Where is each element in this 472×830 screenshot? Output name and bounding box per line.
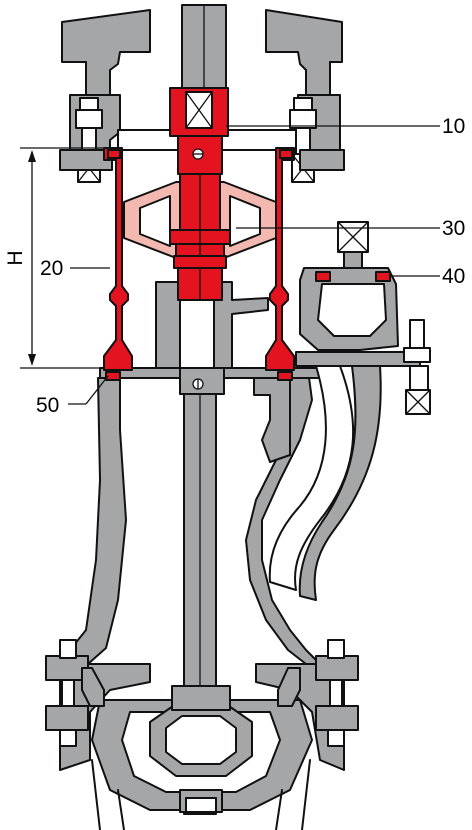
guide-sleeve-part-20 bbox=[103, 147, 295, 371]
callout-label-20: 20 bbox=[40, 257, 63, 280]
base-flange bbox=[59, 663, 345, 813]
callout-label-50: 50 bbox=[36, 394, 59, 417]
hydrant-barrel bbox=[69, 281, 321, 665]
dimension-h-label: H bbox=[4, 250, 27, 265]
callout-label-30: 30 bbox=[442, 217, 465, 240]
seal-rings bbox=[105, 149, 391, 381]
stem-nut-part-10 bbox=[169, 87, 231, 257]
base-shoe bbox=[81, 667, 311, 830]
callout-label-10: 10 bbox=[442, 115, 465, 138]
callout-leaders bbox=[68, 125, 440, 405]
lower-stem-red bbox=[173, 255, 227, 301]
callout-label-40: 40 bbox=[442, 265, 465, 288]
upper-bolts bbox=[59, 97, 345, 183]
dimension-h bbox=[20, 147, 104, 369]
